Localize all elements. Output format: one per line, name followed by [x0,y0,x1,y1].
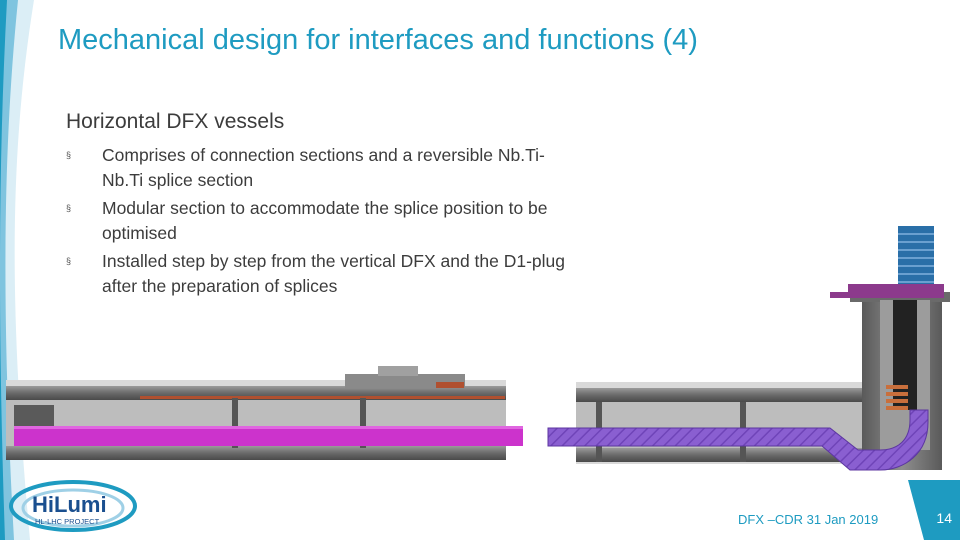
dfx-cross-section-drawing [6,226,950,471]
bullet-marker-icon: § [66,256,72,266]
bullet-item: § Installed step by step from the vertic… [66,249,566,298]
bullet-item: § Modular section to accommodate the spl… [66,196,566,245]
right-vessel-with-vertical-dfx [547,226,950,471]
vertical-coil-stack [898,226,934,288]
logo-subtext: HL-LHC PROJECT [35,517,100,526]
page-number: 14 [936,510,952,526]
bullet-marker-icon: § [66,203,72,213]
hilumi-logo: HiLumi HL-LHC PROJECT [9,480,137,532]
bullet-text: Installed step by step from the vertical… [102,251,566,296]
logo-wordmark: HiLumi [32,492,107,517]
bullet-list: § Comprises of connection sections and a… [66,143,566,302]
left-horizontal-vessel [6,366,523,460]
purple-busbar [547,409,929,471]
bullet-text: Comprises of connection sections and a r… [102,145,545,190]
slide-title: Mechanical design for interfaces and fun… [58,24,698,56]
bullet-item: § Comprises of connection sections and a… [66,143,566,192]
section-heading: Horizontal DFX vessels [66,110,285,133]
page-number-band [908,480,960,540]
footer-text: DFX –CDR 31 Jan 2019 [738,512,879,527]
bullet-marker-icon: § [66,150,72,160]
bullet-text: Modular section to accommodate the splic… [102,198,548,243]
magenta-busbar [14,426,523,446]
